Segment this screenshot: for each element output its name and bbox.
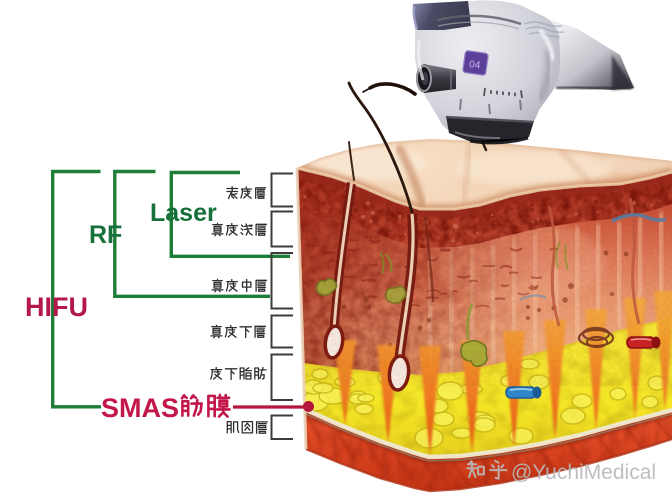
svg-text:HIFU: HIFU: [25, 292, 88, 322]
svg-text:RF: RF: [89, 221, 122, 249]
svg-text:Laser: Laser: [150, 199, 217, 227]
svg-text:SMAS: SMAS: [101, 393, 179, 423]
svg-text:@YuchiMedical: @YuchiMedical: [511, 461, 656, 484]
svg-text:04: 04: [468, 59, 481, 72]
